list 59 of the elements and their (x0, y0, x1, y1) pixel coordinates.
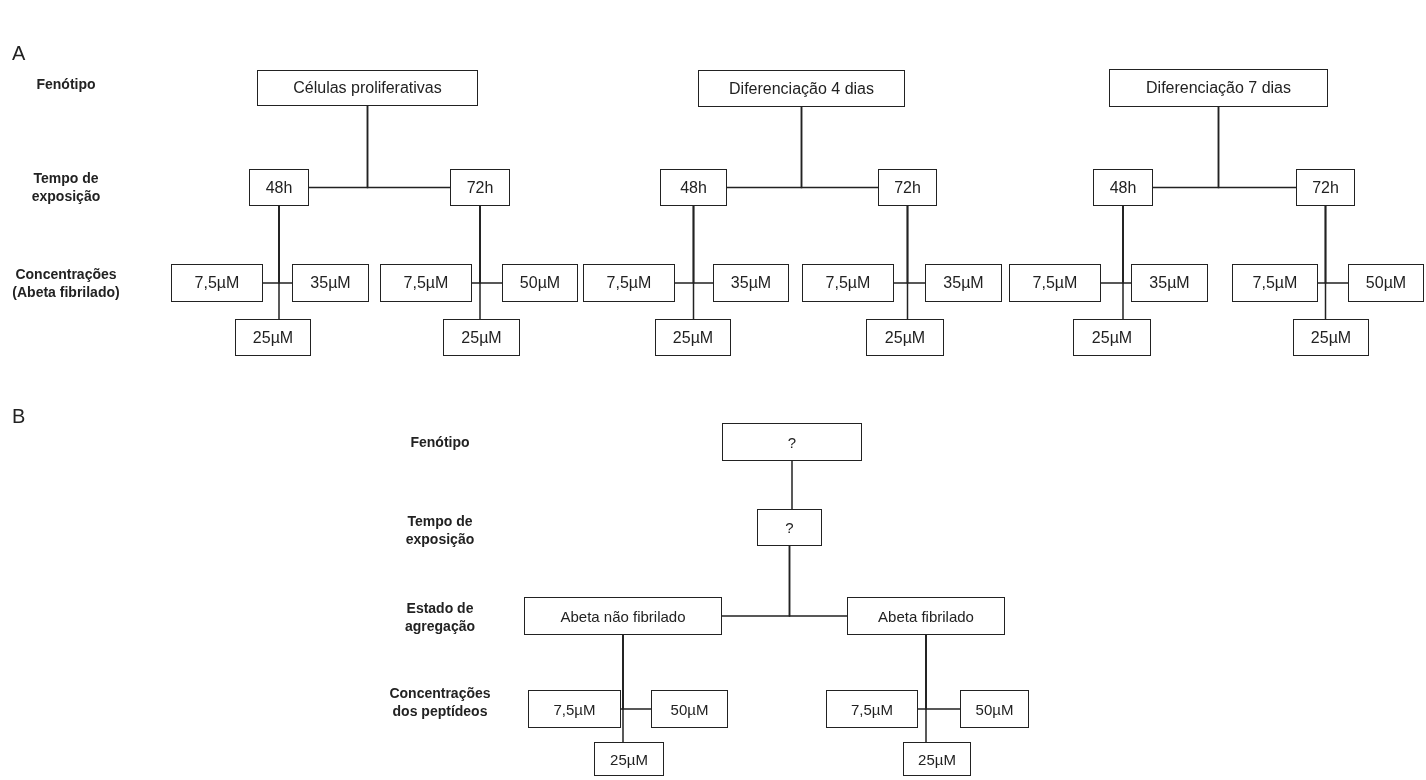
phenotype-box: Diferenciação 7 dias (1109, 69, 1328, 107)
panel-letter: A (12, 42, 26, 65)
connector-line (366, 105, 451, 189)
concentration-box: 7,5µM (826, 690, 918, 728)
concentration-box: 35µM (292, 264, 369, 302)
row-label: Concentrações (Abeta fibrilado) (11, 265, 121, 301)
phenotype-box: Células proliferativas (257, 70, 478, 106)
concentration-box: 50µM (960, 690, 1029, 728)
concentration-box: 25µM (1073, 319, 1151, 356)
connector-line (800, 106, 879, 189)
row-label: Estado de agregação (403, 599, 476, 635)
row-label: Tempo de exposição (404, 512, 476, 548)
row-label: Fenótipo (35, 76, 97, 94)
concentration-box: 25µM (594, 742, 664, 776)
connector-line (906, 205, 909, 320)
row-label: Fenótipo (409, 434, 471, 452)
connector-line (622, 634, 624, 743)
concentration-box: 7,5µM (1232, 264, 1318, 302)
concentration-box: 35µM (713, 264, 789, 302)
panel-letter: B (12, 405, 26, 428)
time-box: 48h (660, 169, 727, 206)
connector-line (479, 205, 481, 320)
row-label: Tempo de exposição (30, 169, 102, 205)
concentration-box: 7,5µM (380, 264, 472, 302)
aggregation-state-box: Abeta fibrilado (847, 597, 1005, 635)
time-box: 72h (1296, 169, 1355, 206)
time-box: 72h (878, 169, 937, 206)
connector-line (788, 545, 848, 617)
concentration-box: 25µM (903, 742, 971, 776)
connector-line (925, 634, 927, 743)
concentration-box: 7,5µM (171, 264, 263, 302)
phenotype-box: Diferenciação 4 dias (698, 70, 905, 107)
concentration-box: 25µM (655, 319, 731, 356)
connector-line (1122, 205, 1124, 320)
phenotype-box: ? (722, 423, 862, 461)
concentration-box: 7,5µM (802, 264, 894, 302)
time-box: ? (757, 509, 822, 546)
concentration-box: 25µM (1293, 319, 1369, 356)
concentration-box: 25µM (443, 319, 520, 356)
concentration-box: 7,5µM (583, 264, 675, 302)
row-label: Concentrações dos peptídeos (388, 684, 492, 720)
concentration-box: 7,5µM (528, 690, 621, 728)
concentration-box: 50µM (651, 690, 728, 728)
concentration-box: 7,5µM (1009, 264, 1101, 302)
connector-line (791, 460, 793, 510)
connector-line (692, 205, 695, 320)
time-box: 72h (450, 169, 510, 206)
concentration-box: 25µM (235, 319, 311, 356)
connector-line (1217, 106, 1297, 189)
concentration-box: 25µM (866, 319, 944, 356)
concentration-box: 35µM (1131, 264, 1208, 302)
time-box: 48h (249, 169, 309, 206)
connector-line (278, 205, 280, 320)
aggregation-state-box: Abeta não fibrilado (524, 597, 722, 635)
connector-line (1324, 205, 1327, 320)
concentration-box: 50µM (502, 264, 578, 302)
concentration-box: 50µM (1348, 264, 1424, 302)
time-box: 48h (1093, 169, 1153, 206)
concentration-box: 35µM (925, 264, 1002, 302)
